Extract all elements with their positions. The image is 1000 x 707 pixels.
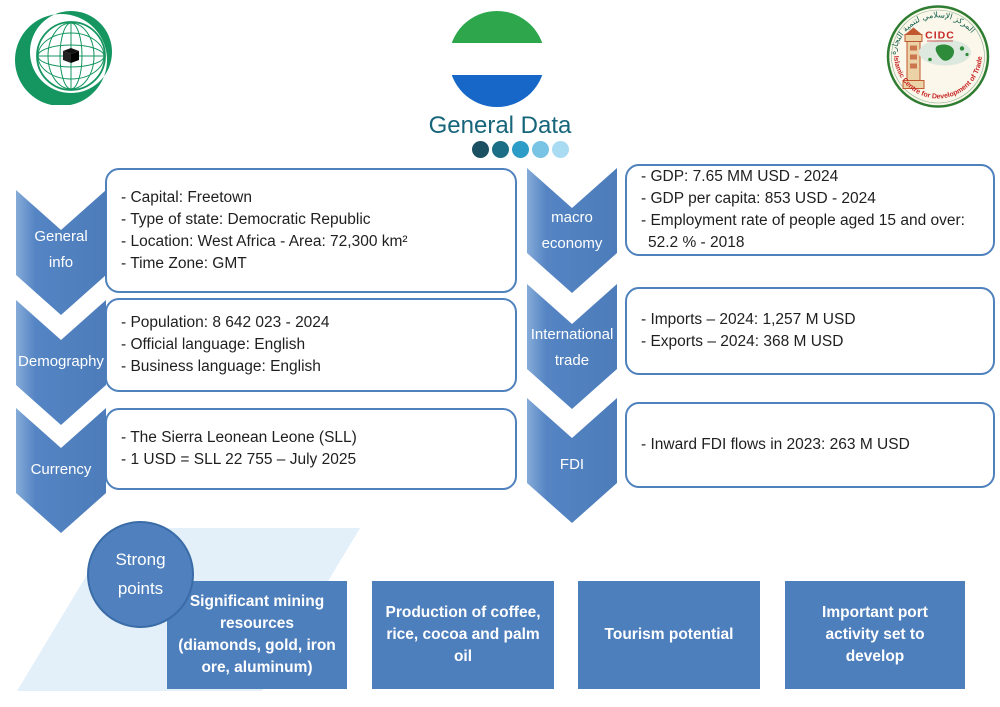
info-box-general-info: - Capital: Freetown - Type of state: Dem… <box>105 168 517 293</box>
section-label-international-trade: International trade <box>530 326 614 369</box>
info-line: - GDP per capita: 853 USD - 2024 <box>641 190 876 207</box>
info-line: - Time Zone: GMT <box>121 254 247 272</box>
page-title: General Data <box>428 112 572 139</box>
progress-dots <box>472 141 572 158</box>
section-label-fdi: FDI <box>559 456 585 473</box>
info-line: 52.2 % - 2018 <box>648 234 745 251</box>
section-label-currency: Currency <box>30 461 92 478</box>
info-box-demography: - Population: 8 642 023 - 2024 - Officia… <box>105 298 517 392</box>
info-line: - Employment rate of people aged 15 and … <box>641 212 965 229</box>
strong-point-card-agriculture: Production of coffee, rice, cocoa and pa… <box>372 581 554 689</box>
section-label-general-info: General info <box>34 228 88 271</box>
info-line: - GDP: 7.65 MM USD - 2024 <box>641 168 839 185</box>
info-line: - Official language: English <box>121 336 306 353</box>
minaret-icon <box>902 27 925 89</box>
progress-dot <box>532 141 549 158</box>
cidc-logo-icon: المركز الإسلامي لتنمية التجارة CIDC Isla… <box>886 5 990 108</box>
info-line: - Imports – 2024: 1,257 M USD <box>641 311 856 328</box>
info-line: - Type of state: Democratic Republic <box>121 210 371 228</box>
section-label-demography: Demography <box>18 353 104 370</box>
info-box-fdi: - Inward FDI flows in 2023: 263 M USD <box>625 402 995 488</box>
info-line: - 1 USD = SLL 22 755 – July 2025 <box>121 451 357 468</box>
info-line: - Population: 8 642 023 - 2024 <box>121 314 330 331</box>
strong-point-card-port: Important port activity set to develop <box>785 581 965 689</box>
flag-blue-stripe <box>449 75 545 107</box>
progress-dot <box>552 141 569 158</box>
strong-point-card-tourism: Tourism potential <box>578 581 760 689</box>
info-box-macro-economy: - GDP: 7.65 MM USD - 2024 - GDP per capi… <box>625 164 995 256</box>
cidc-acronym: CIDC <box>925 30 955 42</box>
flag-green-stripe <box>449 11 545 43</box>
info-line: - Inward FDI flows in 2023: 263 M USD <box>641 436 910 453</box>
strong-points-circle: Strong points <box>87 521 194 628</box>
kaaba-icon <box>63 48 79 63</box>
info-line: - Exports – 2024: 368 M USD <box>641 333 844 350</box>
info-line: - The Sierra Leonean Leone (SLL) <box>121 429 357 446</box>
info-box-international-trade: - Imports – 2024: 1,257 M USD - Exports … <box>625 287 995 375</box>
info-line: - Location: West Africa - Area: 72,300 k… <box>121 232 408 250</box>
progress-dot <box>512 141 529 158</box>
flag-white-stripe <box>449 43 545 75</box>
info-line: - Business language: English <box>121 358 321 375</box>
oic-logo-icon <box>15 11 112 105</box>
info-box-currency: - The Sierra Leonean Leone (SLL) - 1 USD… <box>105 408 517 490</box>
progress-dot <box>472 141 489 158</box>
world-map-icon <box>919 39 971 66</box>
info-line: - Capital: Freetown <box>121 188 252 206</box>
sierra-leone-flag-icon <box>449 11 545 107</box>
progress-dot <box>492 141 509 158</box>
strong-point-card-mining: Significant mining resources (diamonds, … <box>167 581 347 689</box>
section-label-macro-economy: macro economy <box>541 209 603 252</box>
